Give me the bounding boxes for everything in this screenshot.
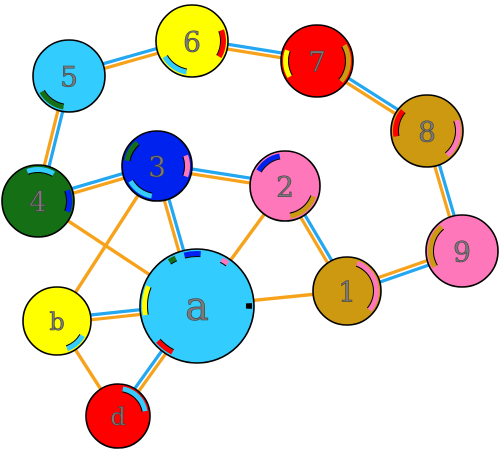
node-5[interactable]: 5 xyxy=(32,39,106,113)
ring-mark-4-13 xyxy=(65,189,72,213)
node-label-7: 7 xyxy=(308,46,326,79)
ring-mark-edge-8-20 xyxy=(444,121,456,154)
node-8[interactable]: 8 xyxy=(390,94,464,168)
ring-mark-edge-5-14 xyxy=(43,89,65,105)
ring-mark-edge-a-0 xyxy=(170,260,178,265)
ring-mark-a-3 xyxy=(142,285,151,316)
node-b[interactable]: b xyxy=(22,286,92,356)
ring-mark-3-9 xyxy=(124,140,140,162)
ring-mark-a-1 xyxy=(183,251,201,258)
node-label-d: d xyxy=(110,403,125,431)
node-label-4: 4 xyxy=(29,186,47,219)
ring-mark-edge-3-9 xyxy=(129,144,140,162)
ring-mark-edge-8-19 xyxy=(398,112,406,137)
ring-mark-edge-a-1 xyxy=(184,256,201,259)
ring-mark-1-6 xyxy=(356,260,379,312)
node-label-8: 8 xyxy=(418,116,436,149)
node-4[interactable]: 4 xyxy=(1,164,75,238)
node-2[interactable]: 2 xyxy=(249,150,321,222)
ring-mark-a-4 xyxy=(156,339,174,355)
ring-mark-edge-4-13 xyxy=(64,191,67,211)
node-label-2: 2 xyxy=(276,171,294,204)
node-label-5: 5 xyxy=(60,61,78,94)
ring-mark-edge-7-18 xyxy=(338,46,346,80)
ring-mark-2-7 xyxy=(256,153,281,173)
node-3[interactable]: 3 xyxy=(121,130,193,202)
ring-mark-4-12 xyxy=(26,167,55,176)
ring-mark-edge-6-16 xyxy=(166,54,188,70)
ring-mark-3-11 xyxy=(128,179,153,199)
ring-mark-8-20 xyxy=(445,119,461,158)
node-label-9: 9 xyxy=(453,236,471,269)
ring-mark-edge-a-2 xyxy=(220,261,227,267)
node-9[interactable]: 9 xyxy=(425,214,499,288)
ring-mark-edge-3-11 xyxy=(132,179,153,194)
node-label-6: 6 xyxy=(183,26,201,59)
ring-mark-edge-4-12 xyxy=(28,172,53,177)
ring-mark-edge-2-8 xyxy=(289,195,312,214)
ring-mark-3-10 xyxy=(183,154,190,178)
ring-mark-edge-2-7 xyxy=(260,158,281,173)
node-label-1: 1 xyxy=(338,276,356,309)
ring-mark-edge-a-3 xyxy=(147,287,152,315)
node-a[interactable]: a xyxy=(139,248,255,364)
ring-mark-edge-6-15 xyxy=(216,31,221,56)
ring-mark-a-2 xyxy=(220,257,230,266)
node-1[interactable]: 1 xyxy=(312,256,382,326)
ring-mark-edge-1-6 xyxy=(355,265,374,309)
ring-mark-8-19 xyxy=(393,109,405,137)
ring-mark-2-8 xyxy=(289,195,317,219)
ring-mark-d-23 xyxy=(122,386,148,412)
ring-mark-7-18 xyxy=(339,44,351,83)
ring-mark-edge-7-17 xyxy=(288,51,293,76)
ring-mark-edge-9-21 xyxy=(433,228,445,266)
ring-mark-edge-a-4 xyxy=(159,338,174,351)
nodes-layer: a 1 2 3 4 5 6 7 8 9 b d xyxy=(1,4,499,449)
ring-mark-5-14 xyxy=(39,90,65,110)
ring-mark-6-16 xyxy=(162,55,188,75)
node-label-3: 3 xyxy=(148,151,166,184)
ring-mark-6-15 xyxy=(217,29,226,58)
ring-mark-edge-d-23 xyxy=(122,391,143,412)
node-7[interactable]: 7 xyxy=(280,24,354,98)
ring-mark-9-21 xyxy=(428,224,444,268)
ring-mark-b-22 xyxy=(66,334,85,352)
node-label-a: a xyxy=(185,284,209,330)
ring-mark-a-0 xyxy=(167,255,177,264)
ring-mark-7-17 xyxy=(283,49,292,78)
ring-mark-edge-b-22 xyxy=(65,333,81,347)
node-label-b: b xyxy=(49,308,64,336)
node-6[interactable]: 6 xyxy=(155,4,229,78)
ring-mark-edge-3-10 xyxy=(182,156,185,176)
node-d[interactable]: d xyxy=(85,383,151,449)
